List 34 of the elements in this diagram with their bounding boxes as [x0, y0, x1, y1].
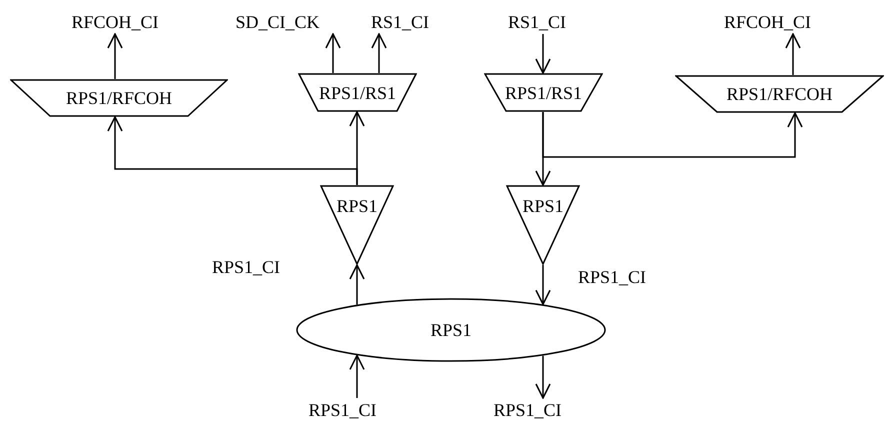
shape-label: RPS1/RFCOH [726, 85, 833, 103]
arrow [535, 265, 551, 305]
mux-trapezoid [675, 75, 884, 113]
buffer-triangle [506, 185, 580, 265]
mux-trapezoid [10, 79, 228, 117]
signal-label: SD_CI_CK [215, 10, 340, 34]
process-ellipse [296, 298, 606, 362]
arrow [371, 33, 387, 73]
signal-label: RS1_CI [492, 10, 582, 34]
shape-label: RPS1 [430, 321, 472, 339]
arrow [325, 33, 341, 73]
signal-label: RPS1_CI [285, 398, 400, 422]
mux-trapezoid [298, 73, 417, 112]
buffer-triangle [320, 185, 394, 265]
arrow [349, 354, 365, 398]
signal-label: RFCOH_CI [45, 10, 185, 34]
edge-label: RPS1_CI [212, 258, 280, 276]
signal-label: RS1_CI [355, 10, 445, 34]
arrow [107, 33, 123, 79]
edge-label: RPS1_CI [578, 268, 646, 286]
signal-label: RPS1_CI [470, 398, 585, 422]
mux-trapezoid [484, 73, 603, 112]
shape-label: RPS1/RS1 [504, 84, 582, 102]
arrow [107, 116, 358, 185]
arrow [349, 264, 365, 305]
arrow [542, 112, 803, 158]
shape-label: RPS1/RFCOH [66, 89, 172, 107]
shape-label: RPS1 [522, 197, 564, 215]
signal-label: RFCOH_CI [705, 10, 830, 34]
arrow [535, 356, 551, 399]
shape-label: RPS1/RS1 [318, 84, 396, 102]
shape-label: RPS1 [336, 197, 378, 215]
arrow [785, 33, 801, 75]
arrow [535, 34, 551, 74]
